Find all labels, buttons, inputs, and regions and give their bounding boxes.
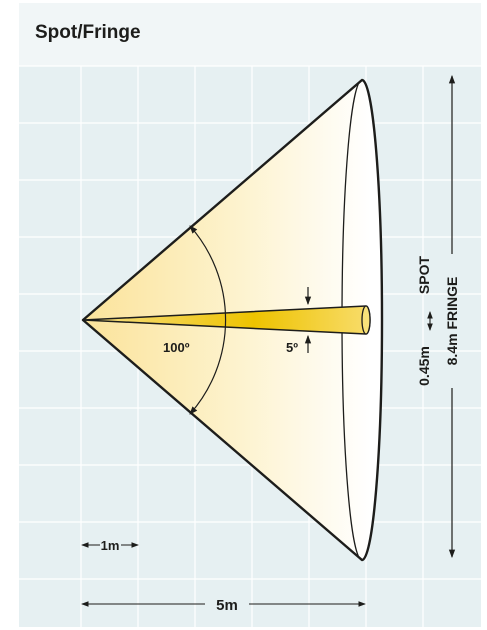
distance-label: 5m xyxy=(216,597,238,614)
spot-label: SPOT xyxy=(416,255,432,294)
fringe-angle-arc xyxy=(189,225,227,415)
grid-unit-label: 1m xyxy=(101,538,120,553)
fringe-width-label: 8.4m FRINGE xyxy=(444,277,460,366)
fringe-angle-label: 100º xyxy=(163,340,190,355)
spot-width-value: 0.45m xyxy=(416,346,432,386)
spot-angle-label: 5º xyxy=(286,340,298,355)
header-band xyxy=(19,3,481,66)
spot-beam-end xyxy=(361,305,371,335)
page-title: Spot/Fringe xyxy=(35,22,141,43)
